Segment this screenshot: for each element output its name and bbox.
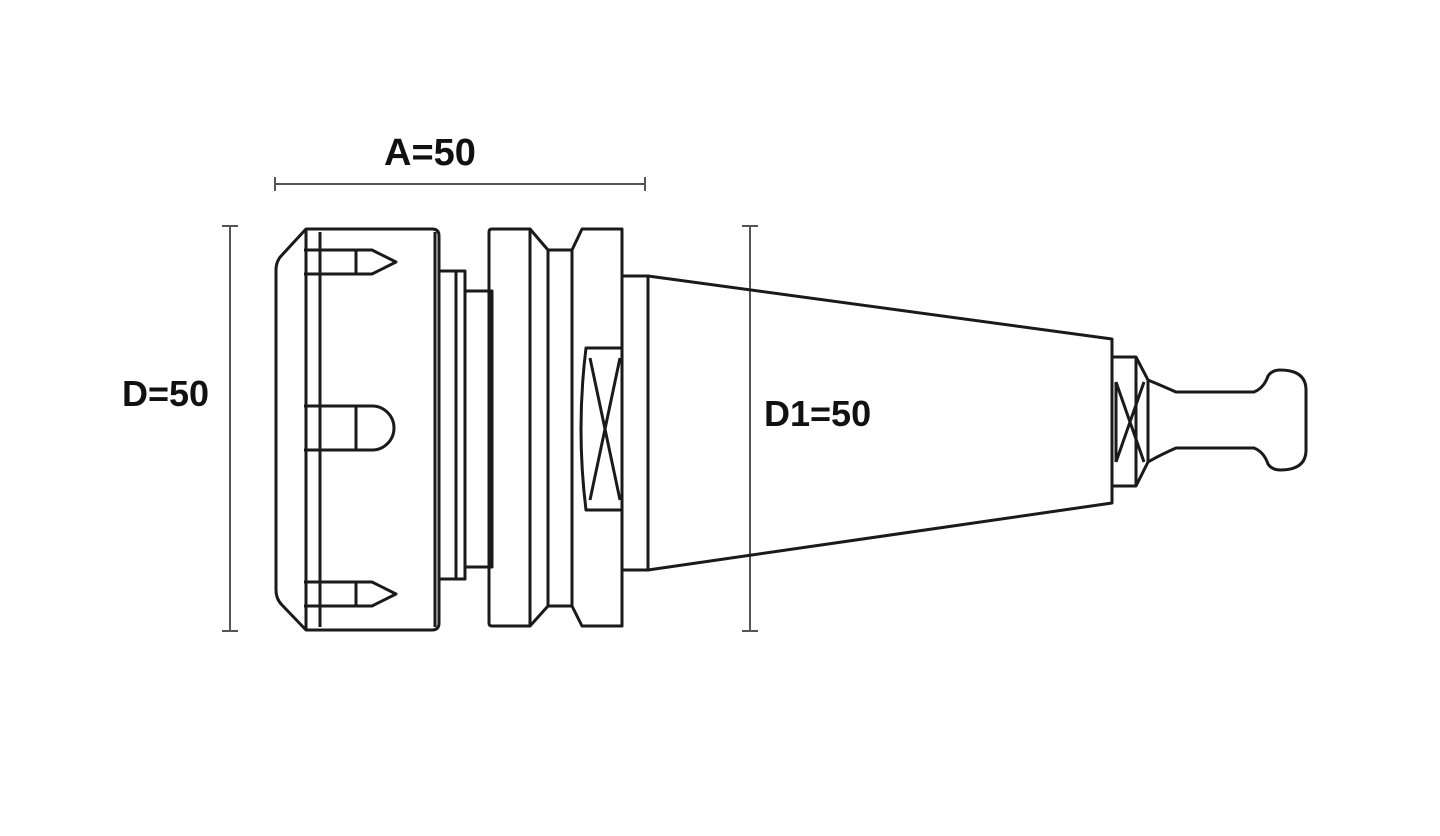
retention-hex	[1110, 355, 1150, 488]
collet-nut	[274, 227, 441, 632]
dimension-d-label: D=50	[122, 373, 210, 414]
taper-shank	[646, 274, 1114, 572]
dimension-lines	[222, 177, 758, 632]
flange	[487, 227, 624, 628]
dimension-d1-label: D1=50	[764, 393, 872, 434]
pull-stud	[1147, 368, 1308, 472]
dimension-a-label: A=50	[384, 132, 476, 174]
neck	[437, 269, 494, 581]
tool-holder-outline	[274, 227, 1308, 632]
taper-collar	[620, 274, 650, 572]
